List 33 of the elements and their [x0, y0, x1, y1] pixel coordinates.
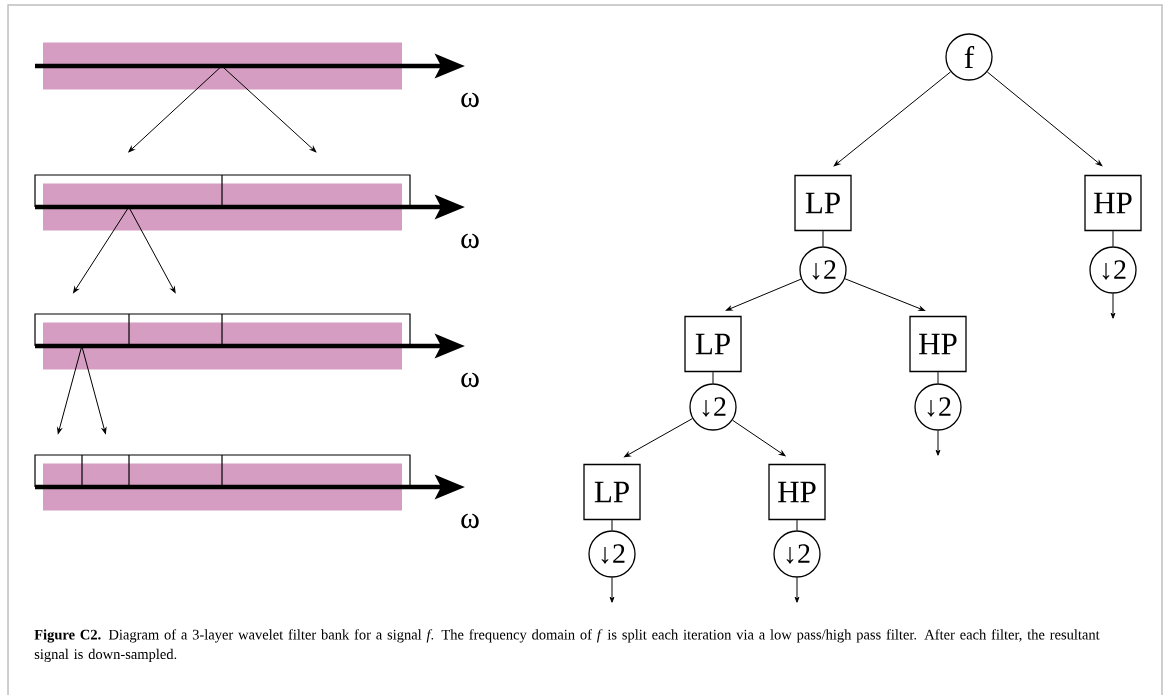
connector-line: [822, 230, 824, 247]
arrow: [624, 418, 693, 458]
output-arrow: [935, 430, 941, 456]
filter-box: LP: [794, 174, 852, 232]
split-arrow: [128, 65, 223, 153]
axis-label: ω: [461, 513, 479, 529]
connector-line: [796, 519, 798, 531]
connector-line: [937, 371, 939, 384]
connector-line: [1112, 230, 1114, 247]
arrow: [844, 278, 926, 311]
output-arrow: [1110, 293, 1116, 319]
split-arrow: [57, 345, 83, 434]
connector-line: [611, 519, 613, 531]
output-arrow: [609, 577, 615, 603]
figure-caption: Figure C2. Diagram of a 3-layer wavelet filter bank for a signal f. The frequency domain of f is split each iteration via a low pass/high pass filter. After each filter, the resultant signal is down-sampled.: [34, 629, 1100, 663]
filter-box: HP: [1084, 174, 1142, 232]
split-arrow: [81, 345, 107, 434]
connector-line: [712, 371, 714, 384]
axis-label: ω: [461, 92, 479, 108]
filter-box: HP: [909, 315, 967, 373]
split-arrow: [73, 206, 130, 294]
arrow: [986, 71, 1103, 167]
filter-box: HP: [768, 463, 826, 521]
axis-label: ω: [461, 372, 479, 388]
axis-label: ω: [461, 233, 479, 249]
filter-box: LP: [684, 315, 742, 373]
split-arrow: [221, 65, 317, 153]
filter-box: LP: [583, 463, 641, 521]
arrow: [725, 278, 802, 311]
output-arrow: [794, 577, 800, 603]
split-arrow: [128, 206, 176, 294]
arrow: [732, 419, 786, 457]
arrow: [833, 71, 952, 167]
